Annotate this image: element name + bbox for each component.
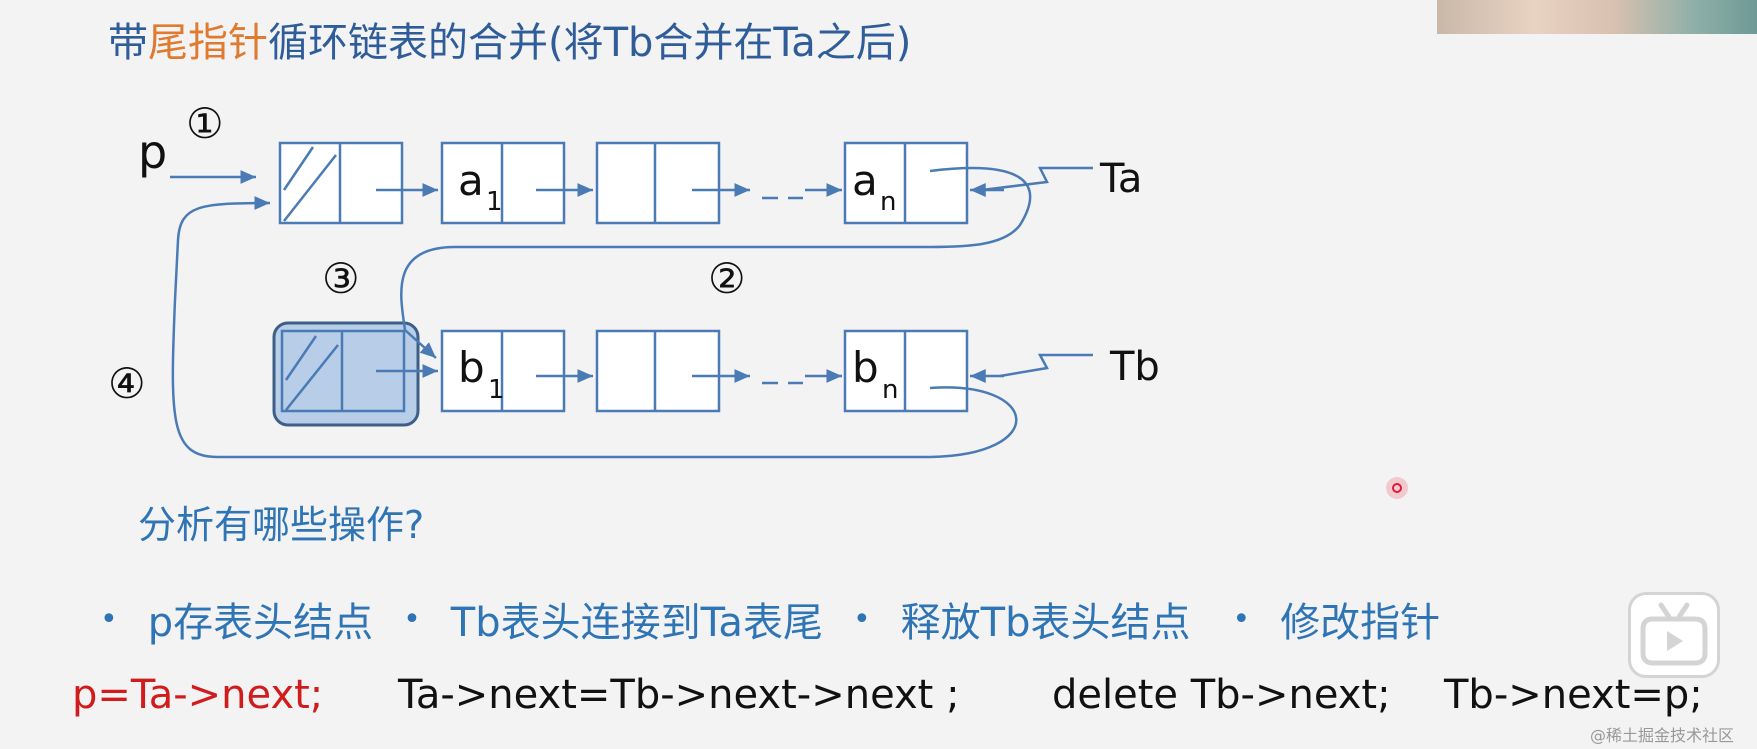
b1-subscript: 1: [488, 375, 505, 405]
a1-node: [440, 141, 566, 225]
code-step1: p=Ta->next;: [72, 672, 324, 718]
code-step2: Ta->next=Tb->next->next ;: [398, 672, 960, 718]
laser-pointer-icon: [1386, 477, 1408, 499]
operation-text: p存表头结点: [147, 600, 374, 646]
bn-node: [843, 329, 969, 413]
tb-tail-pointer: [999, 353, 1093, 378]
bullet-icon: •: [1232, 601, 1251, 637]
code-line: p=Ta->next; Ta->next=Tb->next->next ; de…: [72, 672, 1752, 732]
code-step4: Tb->next=p;: [1444, 672, 1703, 718]
step4-loop-arrow: [171, 196, 1018, 459]
step3-marker: ③: [322, 254, 360, 303]
operations-list: • p存表头结点 • Tb表头连接到Ta表尾 • 释放Tb表头结点 • 修改指针: [100, 590, 1440, 648]
an-subscript: n: [880, 187, 896, 217]
bn-subscript: n: [882, 375, 898, 405]
operation-item: • p存表头结点: [100, 590, 373, 648]
b-middle-node: [595, 329, 721, 413]
an-value: a: [852, 156, 878, 205]
bn-value: b: [852, 343, 879, 392]
a1-subscript: 1: [486, 187, 503, 217]
bullet-icon: •: [403, 601, 421, 637]
operation-text: 释放Tb表头结点: [900, 600, 1191, 646]
a1-value: a: [458, 156, 484, 205]
tb-head-node: [272, 321, 420, 427]
play-button[interactable]: [1628, 592, 1720, 678]
operation-text: 修改指针: [1280, 600, 1441, 646]
operation-text: Tb表头连接到Ta表尾: [450, 600, 823, 646]
operation-item: • 修改指针: [1190, 590, 1440, 648]
b1-value: b: [458, 343, 485, 392]
title-suffix: 循环链表的合并(将Tb合并在Ta之后): [268, 20, 912, 66]
play-icon: [1640, 602, 1708, 666]
operation-item: • 释放Tb表头结点: [823, 590, 1191, 648]
step2-connect-arrow: [400, 166, 1032, 359]
code-step3: delete Tb->next;: [1052, 672, 1391, 718]
an-node: [843, 141, 969, 225]
title-prefix: 带: [108, 20, 148, 66]
step1-marker: ①: [186, 99, 224, 148]
b1-node: [440, 329, 566, 413]
ta-head-node: [278, 141, 404, 225]
tb-label: Tb: [1109, 344, 1160, 390]
bullet-icon: •: [852, 601, 871, 637]
ta-tail-pointer: [981, 166, 1093, 192]
step2-marker: ②: [708, 254, 746, 303]
ta-label: Ta: [1099, 156, 1142, 202]
bullet-icon: •: [100, 601, 118, 637]
step4-marker: ④: [108, 359, 146, 408]
slide-title: 带尾指针循环链表的合并(将Tb合并在Ta之后): [108, 10, 911, 68]
p-label: p: [138, 125, 167, 179]
operation-item: • Tb表头连接到Ta表尾: [373, 590, 823, 648]
webcam-overlay: [1437, 0, 1757, 34]
watermark: @稀土掘金技术社区: [1590, 726, 1735, 745]
analysis-question: 分析有哪些操作?: [138, 503, 425, 547]
a-middle-node: [595, 141, 721, 225]
title-accent: 尾指针: [148, 20, 268, 66]
